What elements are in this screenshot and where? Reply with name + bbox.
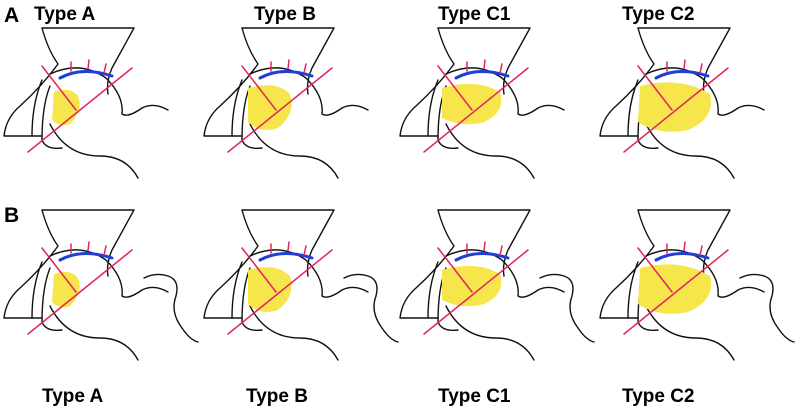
pelvis-left-outline [599,27,655,137]
femoral-neck-outline [249,123,339,179]
roof-tick-mark [87,59,90,70]
femoral-neck-outline [49,123,139,179]
diagonal-reference-line [27,67,133,153]
diagonal-reference-line [227,67,333,153]
label-b-type-a: Type A [42,386,104,407]
hip-diagram-a-2 [203,27,369,179]
roof-tick-mark [499,63,503,74]
roof-tick-mark [483,59,486,70]
diagonal-reference-line [423,249,529,335]
femoral-neck-outline [445,123,535,179]
roof-tick-mark [683,241,686,252]
hip-diagram-b-4 [599,209,795,361]
hip-diagram-b-2 [203,209,399,361]
hip-diagram-b-3 [399,209,595,361]
roof-tick-mark [103,63,107,74]
perpendicular-reference-line [241,247,277,293]
necrotic-lesion [248,85,292,130]
acetabular-roof-arc [654,70,710,80]
pelvis-left-outline [3,209,59,319]
femoral-neck-outline [445,305,535,361]
roof-tick-mark [683,59,686,70]
diagonal-reference-line [27,249,133,335]
femoral-neck-outline [49,305,139,361]
label-a-type-c2: Type C2 [622,4,695,25]
label-a-type-c1: Type C1 [438,4,511,25]
roof-tick-mark [87,241,90,252]
roof-tick-mark [483,241,486,252]
hip-diagram-a-4 [599,27,765,179]
pelvis-left-outline [3,27,59,137]
perpendicular-reference-line [637,65,673,111]
diagonal-reference-line [227,249,333,335]
sacrum-outline [739,273,795,343]
necrotic-lesion [248,267,292,312]
femoral-neck-outline [249,305,339,361]
label-b-type-c2: Type C2 [622,386,695,407]
ilium-outline [437,27,531,95]
perpendicular-reference-line [41,247,77,293]
diagonal-reference-line [623,67,729,153]
roof-tick-mark [287,241,290,252]
necrotic-lesion [442,83,502,125]
ilium-outline [241,27,335,95]
roof-tick-mark [287,59,290,70]
acetabular-roof-arc [258,252,314,262]
perpendicular-reference-line [241,65,277,111]
hip-diagram-b-1 [3,209,199,361]
acetabular-roof-arc [454,252,510,262]
acetabular-roof-arc [454,70,510,80]
ilium-outline [41,209,135,277]
label-b-type-b: Type B [246,386,308,407]
roof-tick-mark [303,63,307,74]
roof-tick-mark [499,245,503,256]
pelvis-left-outline [399,27,455,137]
label-b-type-c1: Type C1 [438,386,511,407]
necrotic-lesion [638,264,712,314]
pelvis-left-outline [203,27,259,137]
ilium-outline [41,27,135,95]
necrotic-lesion [638,82,712,132]
panel-letter-a: A [4,4,19,27]
roof-tick-mark [103,245,107,256]
acetabular-roof-arc [58,70,114,80]
perpendicular-reference-line [41,65,77,111]
label-a-type-b: Type B [254,4,316,25]
pelvis-left-outline [203,209,259,319]
sacrum-outline [143,273,199,343]
diagonal-reference-line [623,249,729,335]
roof-tick-mark [303,245,307,256]
perpendicular-reference-line [437,247,473,293]
perpendicular-reference-line [637,247,673,293]
pelvis-left-outline [599,209,655,319]
acetabular-roof-arc [258,70,314,80]
roof-tick-mark [699,245,703,256]
pelvis-left-outline [399,209,455,319]
ilium-outline [437,209,531,277]
sacrum-outline [539,273,595,343]
diagonal-reference-line [423,67,529,153]
hip-diagram-a-3 [399,27,565,179]
roof-tick-mark [699,63,703,74]
necrotic-lesion [442,265,502,307]
hip-diagram-a-1 [3,27,169,179]
femoral-neck-outline [645,123,735,179]
necrotic-lesion [52,271,80,308]
sacrum-outline [343,273,399,343]
ilium-outline [241,209,335,277]
acetabular-roof-arc [58,252,114,262]
perpendicular-reference-line [437,65,473,111]
panel-letter-b: B [4,204,19,227]
femoral-neck-outline [645,305,735,361]
label-a-type-a: Type A [34,4,96,25]
acetabular-roof-arc [654,252,710,262]
necrotic-lesion [52,89,80,126]
